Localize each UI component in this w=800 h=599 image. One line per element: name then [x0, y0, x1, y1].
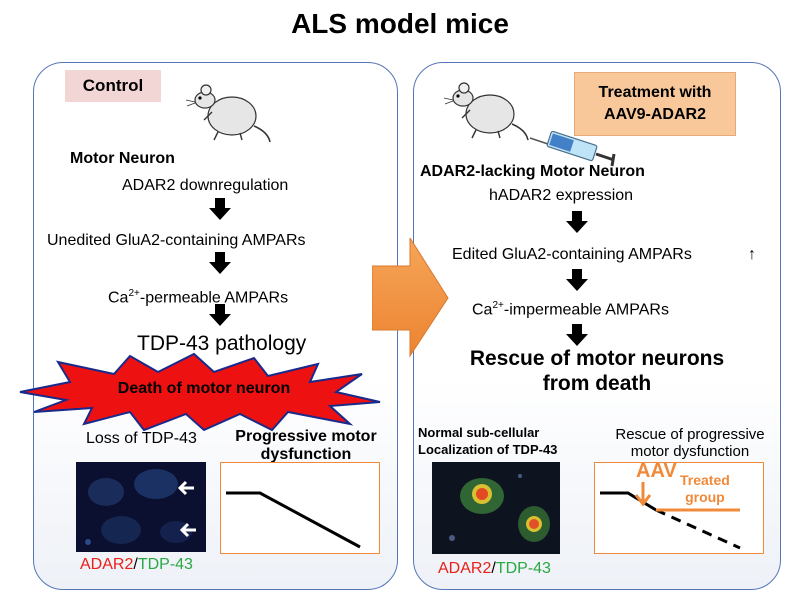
stain-legend-right: ADAR2/TDP-43 [438, 560, 551, 578]
treated-line-1: Treated [680, 472, 730, 488]
page-title: ALS model mice [291, 8, 509, 39]
adar2-lacking-neuron-label: ADAR2-lacking Motor Neuron [420, 163, 645, 180]
hadar2-expression-text: hADAR2 expression [489, 187, 634, 204]
white-arrow-icon [177, 480, 194, 496]
micrograph-loss-image [76, 462, 206, 552]
increase-arrow: ↑ [748, 246, 756, 263]
transition-arrow-icon [372, 238, 449, 358]
tdp43-pathology-text: TDP-43 pathology [137, 332, 307, 355]
mouse-icon [185, 84, 271, 143]
down-arrow-icon [209, 198, 231, 220]
rescue-progressive-label: Rescue of progressive motor dysfunction [590, 426, 790, 460]
progressive-decline-line [226, 491, 361, 549]
rescue-progressive-line-1: Rescue of progressive [615, 426, 765, 443]
unedited-glua2-text: Unedited GluA2-containing AMPARs [47, 232, 306, 249]
stain-green-label: TDP-43 [137, 556, 193, 573]
death-burst-icon [19, 352, 381, 432]
micrograph-normal-image [432, 462, 560, 554]
down-arrow-icon [209, 252, 231, 274]
stain-legend-left: ADAR2/TDP-43 [80, 556, 193, 574]
progressive-graph-box [220, 462, 380, 554]
stain-red-label: ADAR2 [80, 556, 134, 573]
ca-permeable-suffix: -permeable AMPARs [139, 289, 289, 307]
ca-impermeable-text: Ca2+-impermeable AMPARs [472, 300, 669, 319]
normal-localization-label: Normal sub-cellular Localization of TDP-… [418, 424, 557, 458]
treated-line-2: group [685, 489, 725, 505]
progressive-line-2: dysfunction [260, 446, 352, 463]
rescue-headline: Rescue of motor neurons from death [413, 346, 781, 396]
stain-separator: / [491, 560, 496, 577]
stain-green-label: TDP-43 [495, 560, 551, 577]
stain-separator: / [133, 556, 138, 573]
treatment-badge-line-2: AAV9-ADAR2 [604, 106, 706, 123]
treatment-badge: Treatment with AAV9-ADAR2 [574, 72, 736, 136]
normal-line-1: Normal sub-cellular [418, 425, 540, 440]
ca-charge: 2+ [128, 288, 140, 299]
motor-neuron-label: Motor Neuron [70, 150, 175, 167]
rescue-line-2: from death [542, 372, 652, 395]
progressive-line-1: Progressive motor [235, 428, 377, 445]
rescue-progressive-line-2: motor dysfunction [630, 443, 750, 460]
control-badge: Control [65, 70, 161, 102]
adar2-downregulation-text: ADAR2 downregulation [122, 177, 289, 194]
rescue-graph-box [594, 462, 764, 554]
mouse-icon [443, 82, 529, 141]
stain-red-label: ADAR2 [438, 560, 492, 577]
down-arrow-icon [209, 304, 231, 326]
down-arrow-icon [566, 211, 588, 233]
progressive-motor-label: Progressive motor dysfunction [226, 428, 386, 464]
ca-text: Ca [108, 289, 129, 307]
normal-line-2: Localization of TDP-43 [418, 442, 558, 457]
edited-glua2-text: Edited GluA2-containing AMPARs [452, 246, 692, 263]
ca-impermeable-suffix: -impermeable AMPARs [503, 301, 669, 319]
treated-group-label: Treated group [680, 472, 730, 506]
syringe-icon [529, 130, 616, 167]
down-arrow-icon [566, 269, 588, 291]
down-arrow-icon [566, 324, 588, 346]
ca-charge: 2+ [492, 300, 504, 311]
death-label: Death of motor neuron [117, 380, 291, 397]
rescue-graph-lines [600, 482, 741, 550]
rescue-line-1: Rescue of motor neurons [469, 347, 725, 370]
ca-permeable-text: Ca2+-permeable AMPARs [108, 288, 288, 307]
loss-of-tdp43-text: Loss of TDP-43 [86, 430, 197, 447]
ca-text: Ca [472, 301, 493, 319]
white-arrow-icon [179, 522, 196, 538]
aav-label: AAV [636, 460, 677, 482]
treatment-badge-line-1: Treatment with [598, 84, 712, 101]
